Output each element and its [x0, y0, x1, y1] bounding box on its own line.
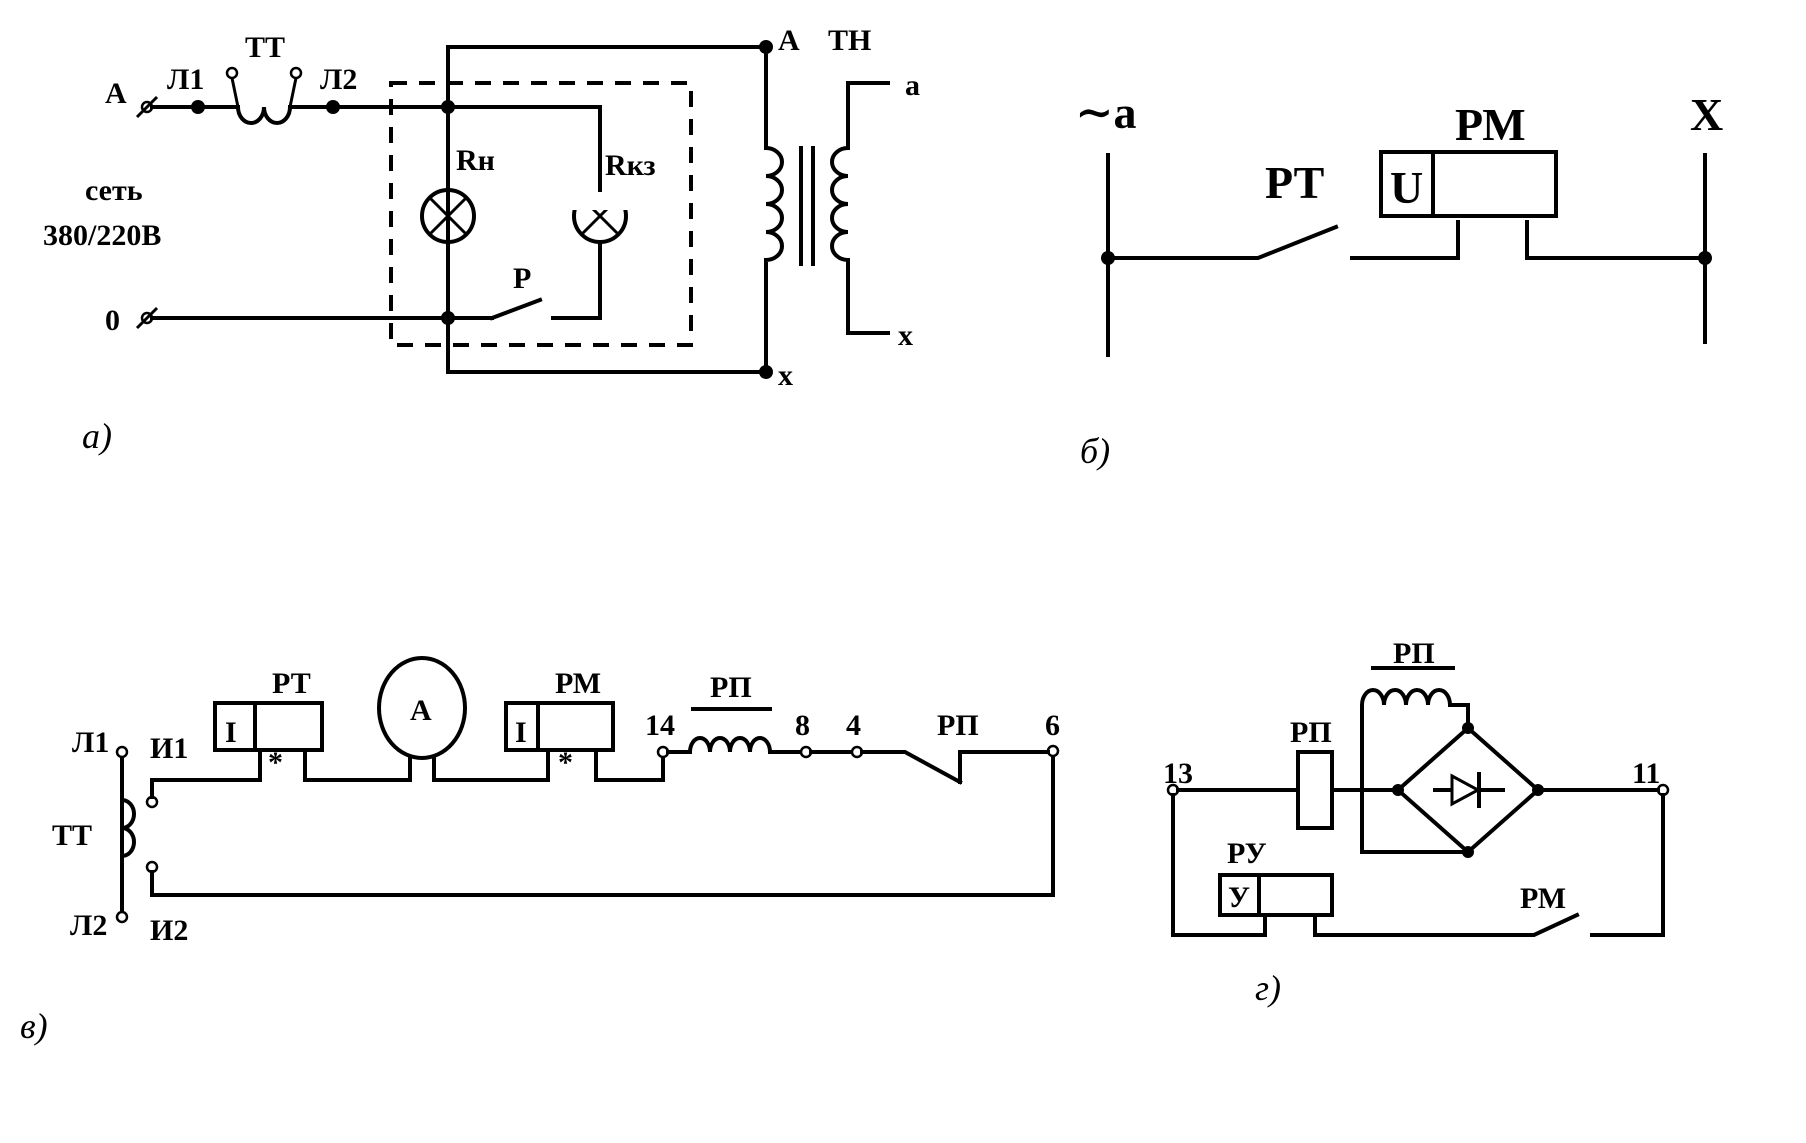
tn-secondary-top: [846, 81, 890, 150]
tn-secondary-bottom: [846, 258, 890, 335]
label-tt: ТТ: [245, 31, 285, 64]
label-g-13: 13: [1163, 757, 1193, 790]
label-voltage: 380/220В: [43, 219, 161, 252]
panel-g: РП РП 13 11 РУ У РМ г): [1163, 637, 1670, 1008]
terminal-zero-mark: [135, 306, 159, 330]
label-v-l2: Л2: [70, 909, 107, 942]
label-v-ammeter: А: [410, 694, 432, 727]
label-b-x: Х: [1690, 89, 1723, 140]
label-tn: ТН: [828, 24, 871, 57]
label-tn-x: х: [778, 359, 793, 392]
label-v-8: 8: [795, 709, 810, 742]
label-a: А: [105, 77, 127, 110]
label-zero: 0: [105, 304, 120, 337]
terminal-v-l2: [115, 910, 129, 924]
node-tn-a: [759, 40, 773, 54]
node-l2: [326, 100, 340, 114]
tn-primary-coil: [763, 145, 784, 263]
tt-lead-2: [288, 77, 298, 108]
ammeter: [377, 656, 467, 760]
terminal-a-mark: [135, 95, 159, 119]
tt-terminal-1: [225, 66, 239, 80]
caption-a: а): [82, 416, 112, 456]
label-v-tt: ТТ: [52, 819, 92, 852]
label-set: сеть: [85, 174, 143, 207]
panel-a: А Л1 ТТ Л2 сеть 380/220В 0 Rн Rкз Р А ТН…: [43, 24, 920, 456]
label-b-u: U: [1390, 162, 1423, 213]
label-v-rm: РМ: [555, 667, 601, 700]
caption-g: г): [1255, 968, 1281, 1008]
label-v-star2: *: [558, 746, 573, 779]
label-g-rm: РМ: [1520, 882, 1566, 915]
g-wire-13-ru: [1171, 793, 1267, 937]
node-rail-x: [1698, 251, 1712, 265]
node-l1: [191, 100, 205, 114]
v-wire-rt-a: [303, 748, 412, 782]
label-v-rp2: РП: [937, 709, 979, 742]
label-v-rt: РТ: [272, 667, 311, 700]
label-v-rp: РП: [710, 671, 752, 704]
relay-rm-box: [1379, 150, 1558, 218]
label-b-a: ∼а: [1075, 87, 1137, 138]
panel-b: ∼а РТ РМ U Х б): [1075, 87, 1723, 471]
label-g-rp-top: РП: [1393, 637, 1435, 670]
label-v-14: 14: [645, 709, 675, 742]
label-tn-a: А: [778, 24, 800, 57]
relay-ru-box: [1218, 873, 1334, 917]
label-g-ru: РУ: [1227, 837, 1267, 870]
label-p: Р: [513, 262, 531, 295]
rp-coil: [666, 736, 803, 754]
rp-contact-return: [958, 750, 1050, 784]
label-g-rp: РП: [1290, 716, 1332, 749]
label-rkz: Rкз: [605, 149, 656, 182]
v-wire-rm-14: [594, 748, 665, 782]
node-bridge-left: [1392, 784, 1404, 796]
switch-p: [489, 297, 543, 321]
label-g-u: У: [1228, 881, 1250, 914]
label-tn-x-low: х: [898, 319, 913, 352]
caption-b: б): [1080, 431, 1110, 471]
label-v-i2: И2: [150, 914, 188, 947]
label-v-star1: *: [268, 746, 283, 779]
tt-coil: [235, 104, 293, 125]
label-v-rm-i: I: [515, 716, 527, 749]
node-tn-x: [759, 365, 773, 379]
rp-contact: [860, 750, 963, 785]
load-block-dashed: [389, 81, 693, 347]
label-tn-a-low: а: [905, 69, 920, 102]
relay-rm-v-box: [504, 701, 615, 752]
label-l1: Л1: [167, 63, 204, 96]
node-rail-a: [1101, 251, 1115, 265]
terminal-v-l1: [115, 745, 129, 759]
rm-g-contact: [1313, 912, 1580, 937]
relay-rp-g: [1296, 750, 1334, 830]
label-v-4: 4: [846, 709, 861, 742]
label-g-11: 11: [1632, 757, 1660, 790]
label-v-6: 6: [1045, 709, 1060, 742]
tn-secondary-coil: [830, 145, 851, 263]
v-wire-a-rm: [432, 748, 550, 782]
rp-g-coil: [1360, 688, 1470, 854]
label-l2: Л2: [320, 63, 357, 96]
rm-lead-1: [1350, 220, 1460, 260]
label-rn: Rн: [456, 144, 495, 177]
tt-terminal-2: [289, 66, 303, 80]
caption-v: в): [20, 1006, 48, 1046]
label-v-l1: Л1: [72, 726, 109, 759]
rm-lead-2: [1525, 220, 1707, 260]
v-wire-i1-rt: [150, 748, 262, 799]
tt-lead-1: [230, 77, 240, 108]
rt-contact: [1106, 224, 1339, 260]
panel-v: Л1 И1 ТТ Л2 И2 РТ I * А РМ I * 14 РП 8 4…: [20, 656, 1060, 1046]
label-b-rt: РТ: [1265, 157, 1324, 208]
tt-v-coil: [119, 797, 136, 859]
label-v-rt-i: I: [225, 716, 237, 749]
v-wire-return: [150, 754, 1055, 897]
diode-icon: [1450, 773, 1482, 807]
label-b-rm: РМ: [1455, 99, 1526, 150]
relay-rt-v-box: [213, 701, 324, 752]
label-v-i1: И1: [150, 732, 188, 765]
g-wire-rm-11: [1590, 793, 1665, 937]
